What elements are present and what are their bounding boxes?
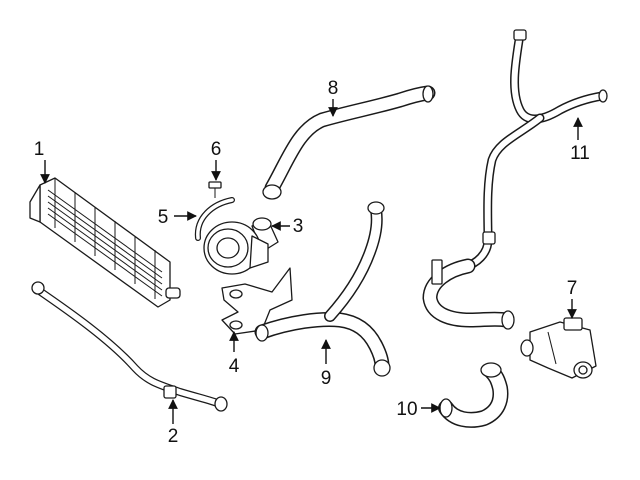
callout-3: 3 bbox=[271, 216, 304, 237]
callout-1: 1 bbox=[34, 139, 50, 184]
callout-6-number: 6 bbox=[211, 139, 222, 160]
callout-10-number: 10 bbox=[396, 399, 417, 420]
callout-11-number: 11 bbox=[570, 143, 590, 164]
callout-1-number: 1 bbox=[34, 139, 45, 160]
part-11-pipe bbox=[461, 29, 608, 271]
part-4-bracket bbox=[221, 267, 293, 335]
callout-7: 7 bbox=[567, 278, 578, 319]
callout-8: 8 bbox=[328, 78, 339, 117]
callout-7-number: 7 bbox=[567, 278, 578, 299]
callout-6: 6 bbox=[211, 139, 222, 181]
callout-4-number: 4 bbox=[229, 356, 240, 377]
part-5-clamp bbox=[194, 197, 235, 241]
coolant-pump bbox=[203, 221, 269, 275]
part-7-thermostat bbox=[520, 317, 597, 379]
callout-3-number: 3 bbox=[293, 216, 304, 237]
part-9-pipe bbox=[254, 201, 391, 377]
part-6-bolt bbox=[208, 181, 222, 198]
lower-return-hose bbox=[422, 258, 515, 330]
callout-8-number: 8 bbox=[328, 78, 339, 99]
part-2-hose bbox=[31, 281, 228, 412]
callout-9-number: 9 bbox=[321, 368, 332, 389]
callout-10: 10 bbox=[396, 399, 441, 420]
callout-11: 11 bbox=[570, 117, 590, 164]
part-8-hose bbox=[262, 85, 436, 200]
part-1-radiator bbox=[29, 177, 181, 308]
callout-2-number: 2 bbox=[168, 426, 179, 447]
part-10-hose bbox=[438, 362, 509, 428]
callout-5: 5 bbox=[158, 207, 197, 228]
callout-9: 9 bbox=[321, 339, 332, 389]
callout-4: 4 bbox=[229, 331, 240, 377]
callout-5-number: 5 bbox=[158, 207, 169, 228]
callout-2: 2 bbox=[168, 399, 179, 447]
